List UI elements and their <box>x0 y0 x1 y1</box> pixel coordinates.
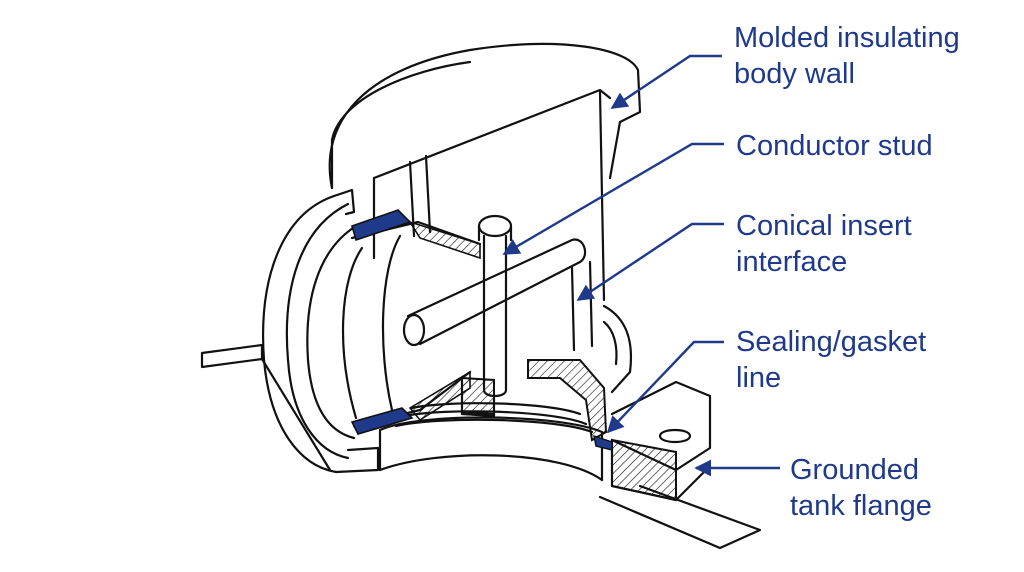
stud-vertical <box>482 234 508 398</box>
base-ring-2 <box>394 418 594 434</box>
outer-bell <box>262 194 338 474</box>
gasket-flange <box>593 434 613 451</box>
inner-tube <box>570 260 594 352</box>
flange-hole <box>658 428 692 444</box>
label-body-wall-line2: body wall <box>734 58 855 90</box>
leader-body-wall <box>610 54 722 109</box>
label-flange: Grounded tank flange <box>790 452 932 524</box>
body-cut-inner-line-2 <box>424 154 432 234</box>
label-gasket-line1: Sealing/gasket <box>736 326 927 358</box>
label-conductor-line1: Conductor stud <box>736 130 933 162</box>
label-flange-line2: tank flange <box>790 490 932 522</box>
hatch-flange <box>611 438 677 502</box>
label-conical-insert: Conical insert interface <box>736 208 912 280</box>
cone-inner-2 <box>381 234 402 412</box>
body-top-rim <box>372 88 612 180</box>
crossbar <box>406 238 587 346</box>
gasket-bottom <box>350 407 414 435</box>
body-top-cap <box>328 42 642 190</box>
hatch-cone-top <box>408 220 481 260</box>
label-conductor-stud: Conductor stud <box>736 128 933 164</box>
label-gasket-line2: line <box>736 362 782 394</box>
leader-insert <box>576 222 724 301</box>
outer-bell-3 <box>306 224 358 440</box>
hatch-cone-bottom <box>408 370 471 422</box>
crossbar-end <box>402 313 426 347</box>
shoulder-2 <box>602 320 618 366</box>
base-bottom <box>378 454 604 482</box>
outer-bell-2 <box>285 202 350 460</box>
label-body-wall: Molded insulating body wall <box>734 20 960 92</box>
bell-bottom-rim <box>334 446 380 474</box>
shoulder <box>602 304 632 394</box>
label-flange-line1: Grounded <box>790 454 919 486</box>
label-insert-line1: Conical insert <box>736 210 912 242</box>
label-insert-line2: interface <box>736 246 848 278</box>
label-gasket: Sealing/gasket line <box>736 324 926 396</box>
tank-plate <box>200 343 264 369</box>
cone-inner <box>341 246 364 420</box>
tank-plate-front <box>598 484 762 550</box>
bell-top-rim <box>332 188 356 216</box>
leader-gasket <box>606 340 724 434</box>
body-top-cap-inner <box>330 60 472 190</box>
hatch-insert-base <box>527 359 608 442</box>
stud-top-side <box>477 224 513 242</box>
label-body-wall-line1: Molded insulating <box>734 22 960 54</box>
leader-conductor <box>502 142 724 256</box>
stud-top <box>477 214 513 238</box>
gasket-top <box>351 209 412 242</box>
tank-plate-edge <box>260 357 332 472</box>
